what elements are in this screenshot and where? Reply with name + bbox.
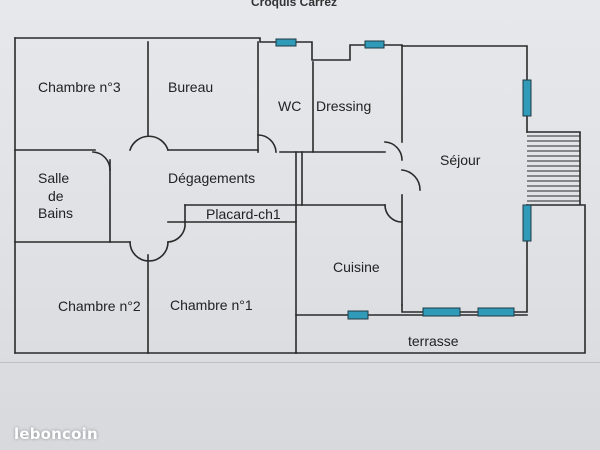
wall-terrasse bbox=[295, 204, 586, 354]
room-terrasse: terrasse bbox=[408, 333, 459, 349]
window-wc bbox=[275, 38, 297, 47]
door-sdb bbox=[92, 151, 111, 171]
window-sejour-2 bbox=[477, 307, 515, 317]
sheet-edge bbox=[0, 362, 600, 363]
windows bbox=[275, 38, 532, 320]
room-wc: WC bbox=[278, 98, 301, 114]
stairs bbox=[527, 132, 581, 205]
room-placard-ch1: Placard-ch1 bbox=[206, 206, 281, 222]
door-deg-top bbox=[128, 135, 170, 152]
window-dressing bbox=[364, 40, 385, 49]
room-chambre-3: Chambre n°3 bbox=[38, 79, 121, 95]
room-dressing: Dressing bbox=[316, 98, 371, 114]
door-deg-bottom bbox=[129, 241, 169, 262]
door-sejour-mid bbox=[401, 169, 421, 191]
room-bureau: Bureau bbox=[168, 79, 213, 95]
room-salle-de-bains-line2: de bbox=[48, 188, 64, 204]
room-salle-de-bains-line1: Salle bbox=[38, 170, 69, 186]
door-cuisine bbox=[384, 204, 403, 223]
door-sejour-top bbox=[384, 141, 403, 161]
room-salle-de-bains-line3: Bains bbox=[38, 205, 73, 221]
wall-sejour-bottom bbox=[401, 204, 528, 313]
room-cuisine: Cuisine bbox=[333, 259, 380, 275]
room-degagements: Dégagements bbox=[168, 170, 255, 186]
window-sejour-top bbox=[522, 79, 532, 117]
plan-title: Croquis Carrez bbox=[251, 0, 337, 9]
wall-outer-top bbox=[14, 37, 528, 133]
door-wc bbox=[257, 134, 277, 153]
window-sejour-bottom bbox=[522, 204, 532, 242]
walls bbox=[14, 37, 586, 354]
window-sejour-1 bbox=[422, 307, 461, 317]
window-cuisine bbox=[347, 310, 369, 320]
room-chambre-1: Chambre n°1 bbox=[170, 297, 253, 313]
leboncoin-watermark: leboncoin bbox=[14, 425, 98, 443]
door-placard bbox=[167, 221, 186, 243]
room-sejour: Séjour bbox=[440, 152, 481, 168]
room-chambre-2: Chambre n°2 bbox=[58, 298, 141, 314]
